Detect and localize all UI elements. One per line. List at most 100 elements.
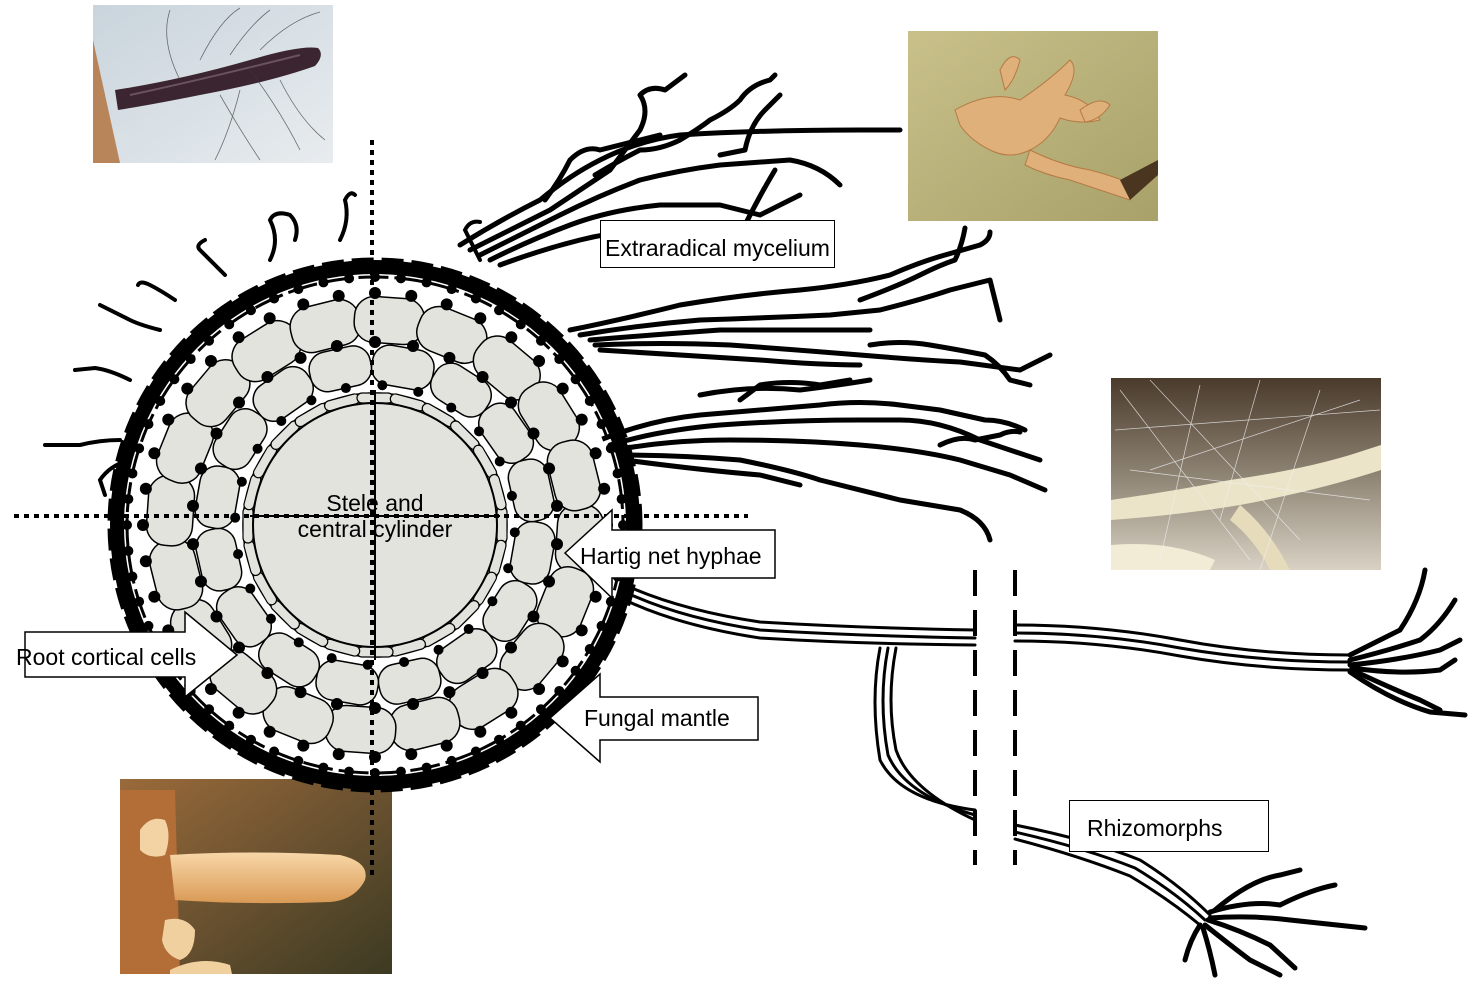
hartig-net-dot (571, 666, 581, 676)
hartig-net-dot (195, 462, 207, 474)
break-marks (975, 570, 1015, 865)
hartig-net-dot (333, 290, 345, 302)
hartig-net-dot (224, 721, 234, 731)
hartig-net-dot (245, 584, 255, 594)
hartig-net-dot (123, 494, 133, 504)
hartig-net-dot (162, 414, 174, 426)
hartig-net-dot (233, 707, 245, 719)
hartig-net-dot (181, 383, 193, 395)
hartig-net-dot (233, 397, 245, 409)
hartig-net-dot (297, 298, 309, 310)
hartig-net-dot (318, 763, 328, 773)
hartig-net-dot (264, 726, 276, 738)
hartig-net-dot (597, 419, 607, 429)
pale-root-tip-photo (120, 779, 392, 974)
hartig-net-dot (293, 284, 303, 294)
hartig-net-dot (269, 293, 279, 303)
hartig-net-dot (261, 371, 273, 383)
rhizomorph-strands (625, 585, 1350, 925)
hartig-net-dot (585, 644, 595, 654)
hartig-net-dot (422, 763, 432, 773)
hartig-net-dot (571, 374, 581, 384)
hartig-net-dot (487, 596, 497, 606)
endodermis-cell (497, 507, 507, 543)
hartig-net-dot (246, 305, 256, 315)
hartig-net-dot (507, 491, 517, 501)
hartig-net-dot (464, 624, 474, 634)
hartig-net-dot (494, 305, 504, 315)
hartig-net-dot (306, 395, 316, 405)
hartig-net-dot (233, 549, 243, 559)
hartig-net-dot (261, 667, 273, 679)
hartig-net-dot (169, 374, 179, 384)
hartig-net-dot (443, 686, 455, 698)
hartig-net-dot (224, 319, 234, 329)
hartig-net-dot (204, 336, 214, 346)
hartig-net-dot (527, 611, 539, 623)
stele-label: Stele and central cylinder (270, 490, 480, 542)
hartig-net-dot (471, 293, 481, 303)
hartig-net-dot (551, 500, 563, 512)
hartig-net-dot (405, 748, 417, 760)
rhizomorph-tip-hyphae (1185, 570, 1465, 975)
hartig-net-dot (399, 657, 409, 667)
hartig-net-dot (474, 426, 484, 436)
hartig-net-dot (551, 538, 563, 550)
hartig-net-dot (127, 572, 137, 582)
hartig-net-dot (294, 637, 304, 647)
hartig-net-dot (211, 428, 223, 440)
hartig-net-dot (155, 396, 165, 406)
hartig-net-dot (516, 319, 526, 329)
hartig-net-dot (536, 336, 546, 346)
hartig-net-dot (413, 387, 423, 397)
hartig-net-dot (396, 273, 406, 283)
hartig-net-dot (266, 614, 276, 624)
hartig-net-dot (143, 621, 153, 631)
hartig-net-dot (510, 527, 520, 537)
hartig-net-dot (505, 331, 517, 343)
hartig-net-dot (576, 624, 588, 636)
hartig-net-dot (557, 383, 569, 395)
hartig-net-dot (186, 354, 196, 364)
hartig-net-dot (143, 419, 153, 429)
white-mycelium-photo (1111, 378, 1381, 570)
cortical-cell (324, 704, 397, 755)
hartig-net-dot (533, 355, 545, 367)
hartig-net-dot (505, 641, 517, 653)
hartig-net-dot (318, 277, 328, 287)
hartig-net-dot (211, 611, 223, 623)
hartig-net-dot (405, 290, 417, 302)
hartig-net-dot (344, 273, 354, 283)
hartig-net-dot (344, 767, 354, 777)
hartig-net-dot (554, 354, 564, 364)
hartig-net-dot (576, 414, 588, 426)
hartig-net-dot (505, 707, 517, 719)
hartig-net-dot (295, 686, 307, 698)
cortical-cell (145, 474, 196, 547)
endodermis-cell (243, 507, 253, 543)
hartig-net-dot (264, 312, 276, 324)
hartig-net-dot (441, 298, 453, 310)
hartig-net-dot (471, 747, 481, 757)
hartig-net-dot (422, 277, 432, 287)
hartig-net-dot (148, 447, 160, 459)
hartig-net-dot (446, 403, 456, 413)
root-cortical-label: Root cortical cells (16, 646, 196, 669)
hartig-net-dot (554, 686, 564, 696)
hartig-net-dot (127, 468, 137, 478)
hartig-net-dot (333, 748, 345, 760)
hartig-net-dot (233, 641, 245, 653)
hartig-net-dot (327, 653, 337, 663)
hartig-net-dot (134, 597, 144, 607)
hartig-net-dot (293, 756, 303, 766)
hartig-net-dot (505, 397, 517, 409)
hartig-net-dot (474, 312, 486, 324)
hartig-net-dot (527, 428, 539, 440)
hartig-net-dot (253, 444, 263, 454)
hartig-net-dot (295, 352, 307, 364)
hartig-net-dot (557, 655, 569, 667)
hartig-net-dot (474, 726, 486, 738)
hartig-net-dot (613, 468, 623, 478)
hartig-net-dot (134, 443, 144, 453)
hartig-net-dot (331, 340, 343, 352)
